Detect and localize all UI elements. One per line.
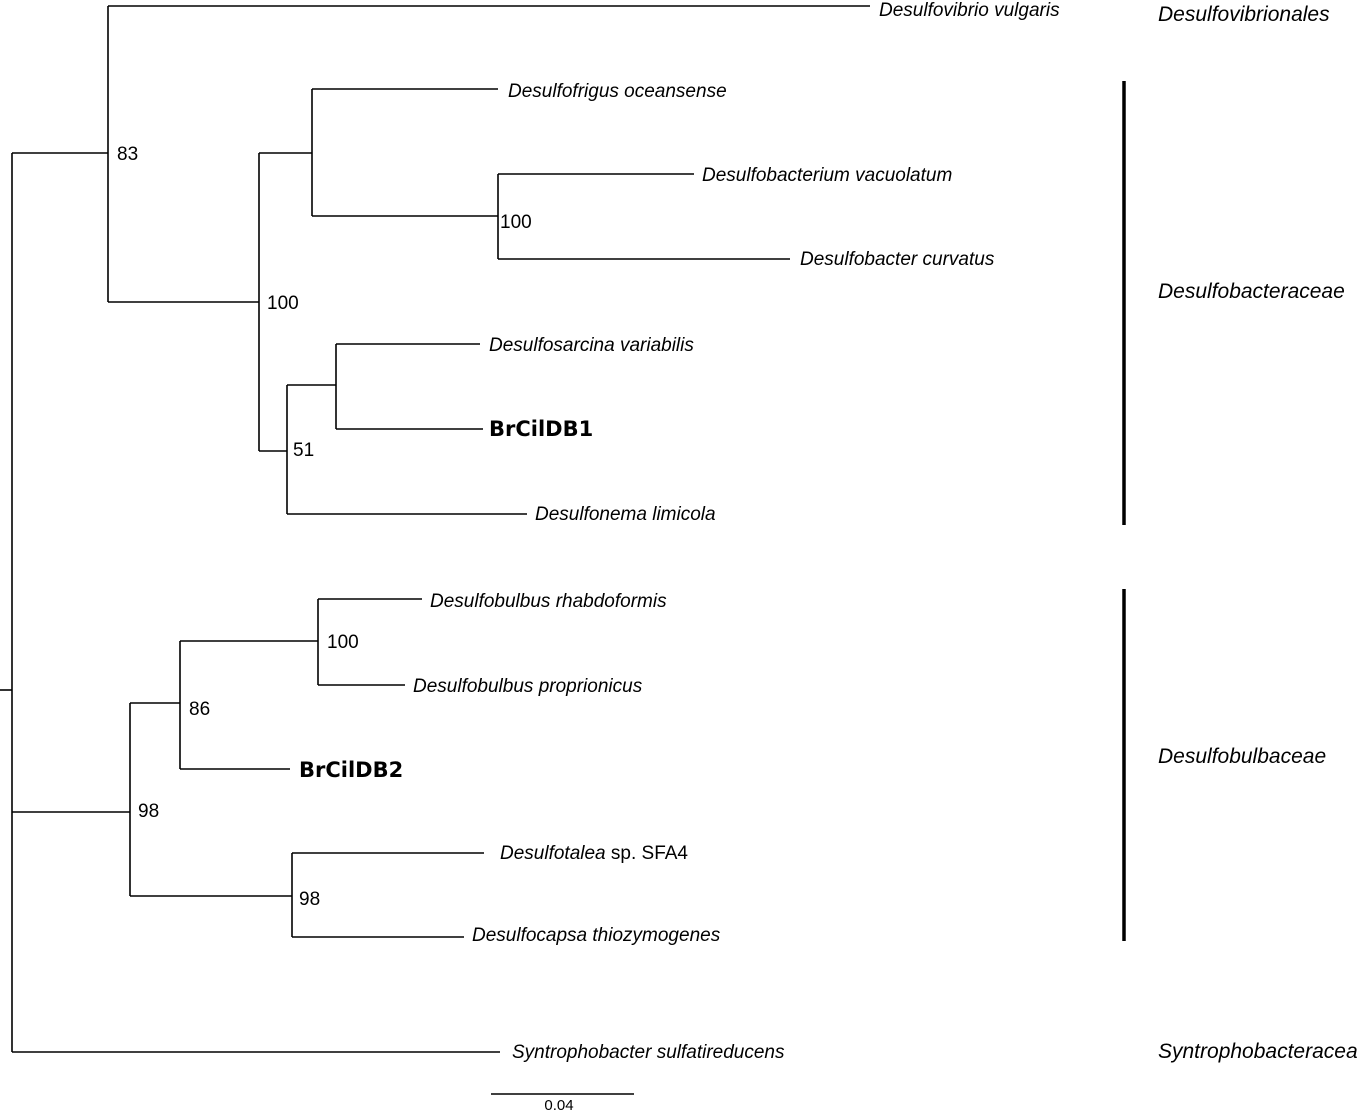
leaf-s-sulfatireducens: Syntrophobacter sulfatireducens xyxy=(512,1042,785,1063)
group-desulfobulbaceae: Desulfobulbaceae xyxy=(1158,745,1326,768)
group-labels: Desulfovibrionales Desulfobacteraceae De… xyxy=(1158,3,1357,1063)
leaf-d-thiozymogenes: Desulfocapsa thiozymogenes xyxy=(472,925,721,946)
support-n86: 86 xyxy=(189,699,210,720)
scale-bar: 0.04 xyxy=(491,1093,634,1111)
leaf-d-curvatus: Desulfobacter curvatus xyxy=(800,249,995,270)
leaf-d-proprionicus: Desulfobulbus proprionicus xyxy=(413,676,643,697)
support-n100-c: 100 xyxy=(327,632,359,653)
group-syntrophobacteraceae: Syntrophobacteraceae xyxy=(1158,1040,1357,1063)
leaf-d-sfa4-strain: sp. SFA4 xyxy=(606,843,689,864)
group-desulfobacteraceae: Desulfobacteraceae xyxy=(1158,280,1345,303)
leaf-brcildb1: BrCilDB1 xyxy=(489,417,593,441)
leaf-d-sfa4-genus: Desulfotalea xyxy=(500,843,606,864)
leaf-labels: Desulfovibrio vulgaris Desulfofrigus oce… xyxy=(299,0,1060,1063)
support-values: 83 100 100 51 100 86 98 98 xyxy=(117,144,532,910)
tree-branches xyxy=(0,5,870,1053)
support-n51: 51 xyxy=(293,440,314,461)
group-desulfovibrionales: Desulfovibrionales xyxy=(1158,3,1330,26)
leaf-d-variabilis: Desulfosarcina variabilis xyxy=(489,335,694,356)
support-n98-b: 98 xyxy=(299,889,320,910)
leaf-d-rhabdoformis: Desulfobulbus rhabdoformis xyxy=(430,591,667,612)
support-n98-a: 98 xyxy=(138,801,159,822)
leaf-d-oceansense: Desulfofrigus oceansense xyxy=(508,81,727,102)
leaf-d-vacuolatum: Desulfobacterium vacuolatum xyxy=(702,165,952,186)
support-n100-a: 100 xyxy=(267,293,299,314)
support-n100-b: 100 xyxy=(500,212,532,233)
support-n83: 83 xyxy=(117,144,138,165)
leaf-d-limicola: Desulfonema limicola xyxy=(535,504,716,525)
scale-bar-label: 0.04 xyxy=(544,1097,573,1111)
leaf-d-vulgaris: Desulfovibrio vulgaris xyxy=(879,0,1060,21)
leaf-d-sfa4: Desulfotalea sp. SFA4 xyxy=(500,843,688,864)
leaf-brcildb2: BrCilDB2 xyxy=(299,758,403,782)
